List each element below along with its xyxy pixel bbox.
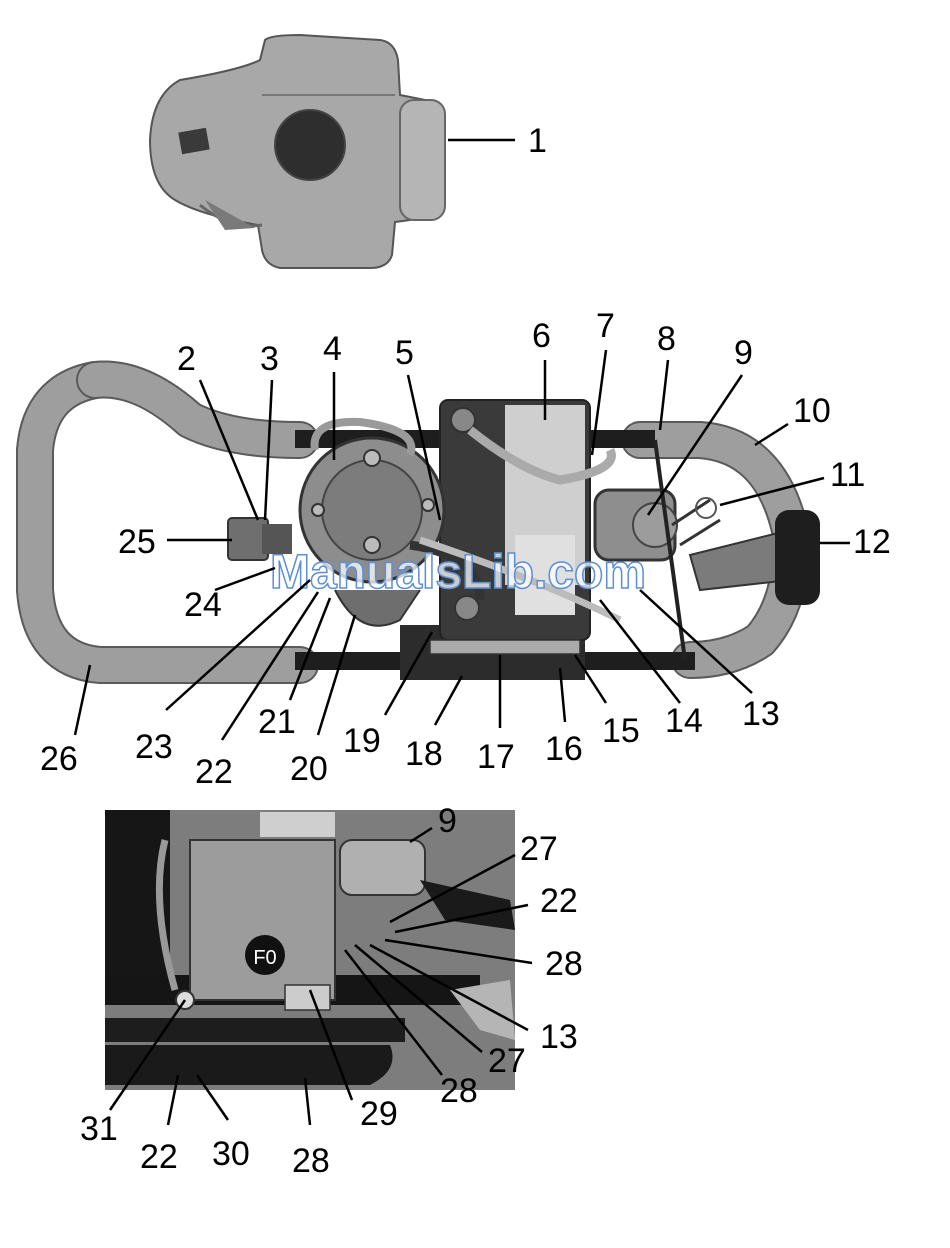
frame-bar-2 (105, 1018, 405, 1042)
callout-6: 6 (532, 317, 551, 355)
callout-1: 1 (528, 122, 547, 160)
callout-28-bottom-c: 28 (292, 1142, 330, 1180)
callout-24: 24 (184, 586, 222, 624)
callout-22: 22 (195, 753, 233, 791)
callout-29-bottom: 29 (360, 1095, 398, 1133)
callout-7: 7 (596, 307, 615, 345)
callout-26: 26 (40, 740, 78, 778)
throttle-grip (775, 510, 820, 605)
battery-decal: F0 (253, 947, 276, 969)
callout-25: 25 (118, 523, 156, 561)
engine-cover-illustration (150, 35, 445, 268)
callout-16: 16 (545, 730, 583, 768)
callout-12: 12 (853, 523, 891, 561)
callout-3: 3 (260, 340, 279, 378)
base-plate-edge (105, 1045, 393, 1085)
callout-22-bottom-a: 22 (540, 882, 578, 920)
callout-28-bottom-b: 28 (440, 1072, 478, 1110)
callout-17: 17 (477, 738, 515, 776)
callout-31-bottom: 31 (80, 1110, 118, 1148)
callout-20: 20 (290, 750, 328, 788)
callout-22-bottom-b: 22 (140, 1138, 178, 1176)
callout-15: 15 (602, 712, 640, 750)
callout-28-bottom-a: 28 (545, 945, 583, 983)
battery-closeup (190, 840, 335, 1000)
logo-badge (275, 110, 345, 180)
callout-23: 23 (135, 728, 173, 766)
callout-8: 8 (657, 320, 676, 358)
callout-13: 13 (742, 695, 780, 733)
callout-18: 18 (405, 735, 443, 773)
callout-14: 14 (665, 702, 703, 740)
callout-9-bottom: 9 (438, 802, 457, 840)
callout-10: 10 (793, 392, 831, 430)
callout-9: 9 (734, 334, 753, 372)
callout-21: 21 (258, 703, 296, 741)
callout-19: 19 (343, 722, 381, 760)
callout-13-bottom: 13 (540, 1018, 578, 1056)
watermark: ManualsLib.com (270, 546, 646, 599)
callout-4: 4 (323, 330, 342, 368)
callout-11: 11 (830, 456, 865, 494)
callout-2: 2 (177, 340, 196, 378)
callout-27-bottom-b: 27 (488, 1042, 526, 1080)
callout-30-bottom: 30 (212, 1135, 250, 1173)
callout-5: 5 (395, 334, 414, 372)
solenoid-closeup (340, 840, 425, 895)
callout-27-bottom-a: 27 (520, 830, 558, 868)
